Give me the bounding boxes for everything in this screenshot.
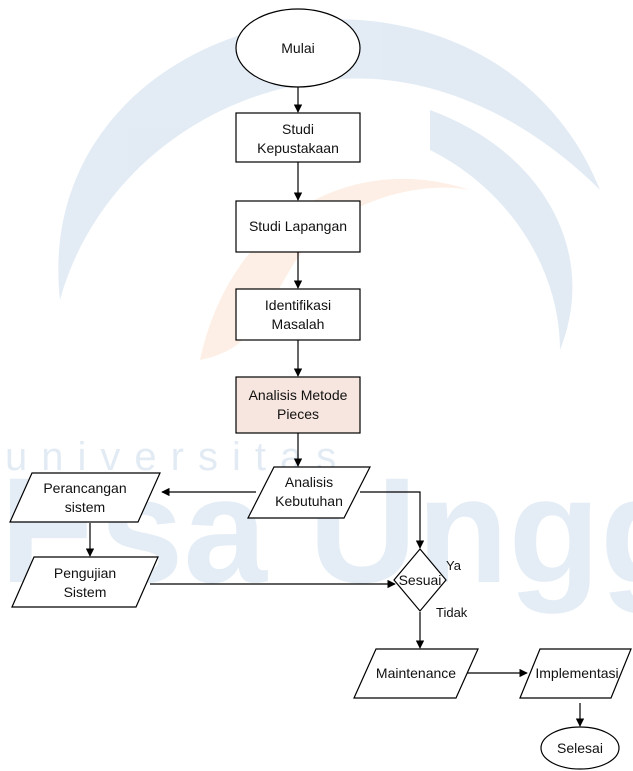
node-mulai-label: Mulai — [281, 40, 314, 56]
node-perancangan-sistem-label-line2: sistem — [65, 499, 105, 515]
node-analisis-metode-pieces: Analisis Metode Pieces — [235, 376, 361, 434]
node-implementasi: Implementasi — [519, 648, 632, 699]
node-sesuai-label: Sesuai — [399, 572, 442, 588]
node-mulai: Mulai — [235, 8, 361, 88]
edge-label-ya: Ya — [446, 558, 462, 573]
watermark-swoosh-blue-2 — [430, 110, 573, 350]
node-selesai: Selesai — [540, 726, 620, 770]
edge-label-tidak: Tidak — [436, 605, 468, 620]
node-maintenance: Maintenance — [353, 648, 479, 699]
edge-analisis-kebutuhan-to-sesuai — [360, 491, 425, 549]
node-maintenance-label: Maintenance — [376, 665, 456, 681]
node-identifikasi-masalah-label-line1: Identifikasi — [265, 297, 331, 313]
node-analisis-metode-pieces-label-line1: Analisis Metode — [249, 387, 348, 403]
node-identifikasi-masalah: Identifikasi Masalah — [235, 288, 361, 341]
node-analisis-kebutuhan: Analisis Kebutuhan — [247, 466, 371, 519]
node-pengujian-sistem-label-line2: Sistem — [64, 584, 107, 600]
node-analisis-kebutuhan-label-line1: Analisis — [285, 474, 333, 490]
node-perancangan-sistem: Perancangan sistem — [9, 472, 161, 523]
node-perancangan-sistem-label-line1: Perancangan — [43, 480, 126, 496]
node-sesuai: Sesuai — [393, 548, 447, 612]
node-analisis-metode-pieces-label-line2: Pieces — [277, 406, 319, 422]
node-studi-kepustakaan-label-line2: Kepustakaan — [257, 140, 339, 156]
node-studi-lapangan: Studi Lapangan — [235, 200, 361, 253]
watermark-swoosh-blue — [58, 19, 601, 300]
node-studi-kepustakaan-label-line1: Studi — [282, 121, 314, 137]
node-studi-lapangan-label: Studi Lapangan — [249, 218, 347, 234]
node-selesai-label: Selesai — [557, 740, 603, 756]
node-implementasi-label: Implementasi — [535, 665, 618, 681]
node-pengujian-sistem-label-line1: Pengujian — [54, 565, 116, 581]
node-identifikasi-masalah-label-line2: Masalah — [272, 316, 325, 332]
node-pengujian-sistem: Pengujian Sistem — [11, 556, 159, 608]
node-analisis-kebutuhan-label-line2: Kebutuhan — [275, 493, 343, 509]
node-studi-kepustakaan: Studi Kepustakaan — [235, 112, 361, 163]
